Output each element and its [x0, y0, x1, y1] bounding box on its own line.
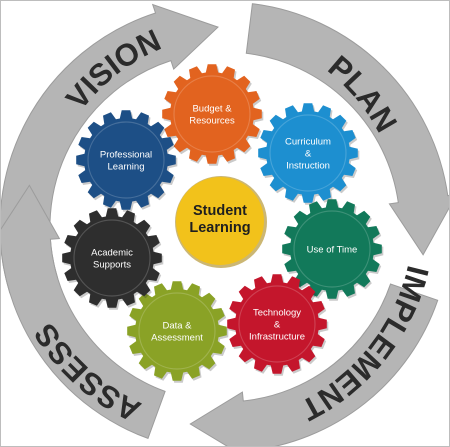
arrow-implement — [189, 283, 439, 446]
gear-budget-label: Budget & — [192, 104, 232, 115]
cycle-arrows — [1, 3, 449, 446]
gear-professional-label: Learning — [108, 162, 145, 173]
gear-technology-label: Technology — [253, 308, 301, 319]
gear-rim — [73, 219, 151, 297]
gear-professional-label: Professional — [100, 150, 152, 161]
gear-icon — [227, 274, 327, 374]
gear-rim — [173, 75, 251, 153]
gear-icon — [76, 110, 176, 210]
gear-time-label: Use of Time — [307, 245, 358, 256]
gear-data: Data &Assessment — [127, 281, 229, 383]
gear-icon — [258, 103, 358, 203]
gear-curriculum-label: Curriculum — [285, 137, 331, 148]
gear-technology-label: Infrastructure — [249, 332, 305, 343]
center-label: Learning — [189, 220, 250, 236]
gear-icon — [282, 199, 382, 299]
gear-time: Use of Time — [282, 199, 384, 301]
gear-budget: Budget &Resources — [162, 64, 264, 166]
gear-academic-label: Academic — [91, 248, 133, 259]
gear-icon — [62, 208, 162, 308]
gear-budget-label: Resources — [189, 116, 235, 127]
gear-cluster: Budget &ResourcesCurriculum&InstructionU… — [62, 64, 384, 383]
gear-curriculum: Curriculum&Instruction — [258, 103, 360, 205]
gear-academic-label: Supports — [93, 260, 131, 271]
arrow-assess — [1, 184, 166, 440]
gear-technology-label: & — [274, 320, 281, 331]
center-circle — [176, 177, 264, 265]
arrow-plan — [245, 3, 449, 256]
gear-rim — [238, 285, 316, 363]
gear-rim — [87, 121, 165, 199]
gear-curriculum-label: Instruction — [286, 161, 330, 172]
gear-data-label: Data & — [162, 321, 192, 332]
gear-icon — [162, 64, 262, 164]
gear-rim — [138, 292, 216, 370]
center-label: Student — [193, 203, 247, 219]
gear-curriculum-label: & — [305, 149, 312, 160]
gear-data-label: Assessment — [151, 333, 203, 344]
gear-technology: Technology&Infrastructure — [227, 274, 329, 376]
gear-rim — [293, 210, 371, 288]
gear-icon — [127, 281, 227, 381]
gear-rim — [269, 114, 347, 192]
